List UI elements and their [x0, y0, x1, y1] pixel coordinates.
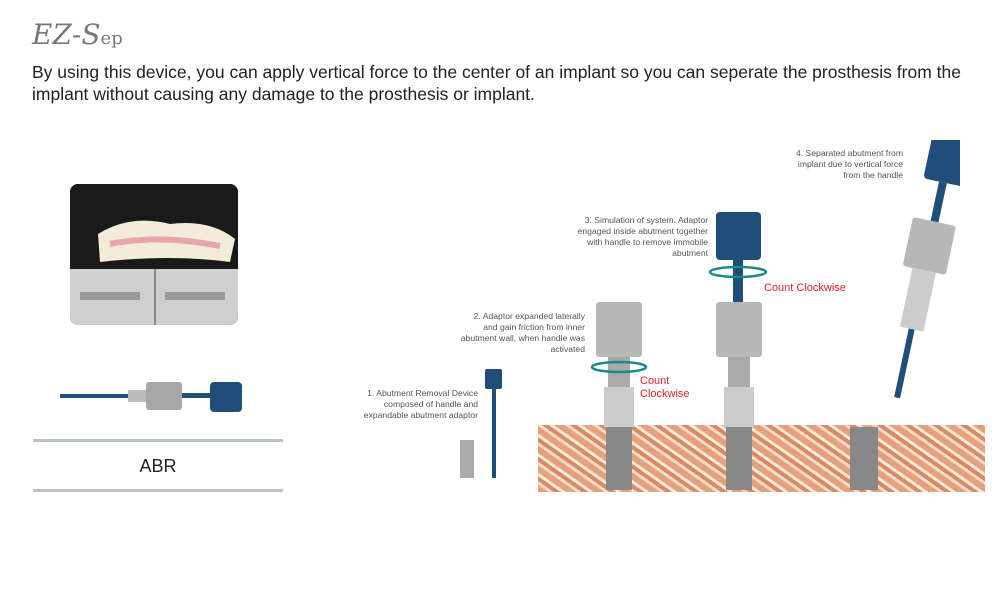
step-2-assembly	[590, 302, 648, 490]
step-4-caption: 4. Separated abutment from implant due t…	[795, 148, 903, 180]
rotation-arrow-icon	[708, 265, 768, 279]
divider-top	[33, 439, 283, 442]
product-label: ABR	[139, 456, 177, 476]
abr-device-image	[60, 382, 242, 412]
implant	[850, 427, 878, 490]
logo-title: EZ-Sep	[32, 18, 123, 51]
step-4-assembly	[894, 140, 960, 399]
step-2-rotation-label: Count Clockwise	[640, 375, 690, 400]
step-1-caption: 1. Abutment Removal Device composed of h…	[363, 388, 478, 420]
rotation-arrow-icon	[590, 360, 648, 374]
intro-text: By using this device, you can apply vert…	[32, 62, 961, 104]
divider-bottom	[33, 489, 283, 492]
step-3-rotation-label: Count Clockwise	[764, 282, 846, 294]
step-1-device	[460, 369, 502, 478]
prosthesis-photo	[70, 184, 238, 325]
step-3-assembly	[708, 212, 768, 490]
step-3-caption: 3. Simulation of system. Adaptor engaged…	[577, 215, 708, 258]
step-2-caption: 2. Adaptor expanded laterally and gain f…	[460, 311, 585, 354]
removal-steps-illustration	[460, 140, 960, 490]
